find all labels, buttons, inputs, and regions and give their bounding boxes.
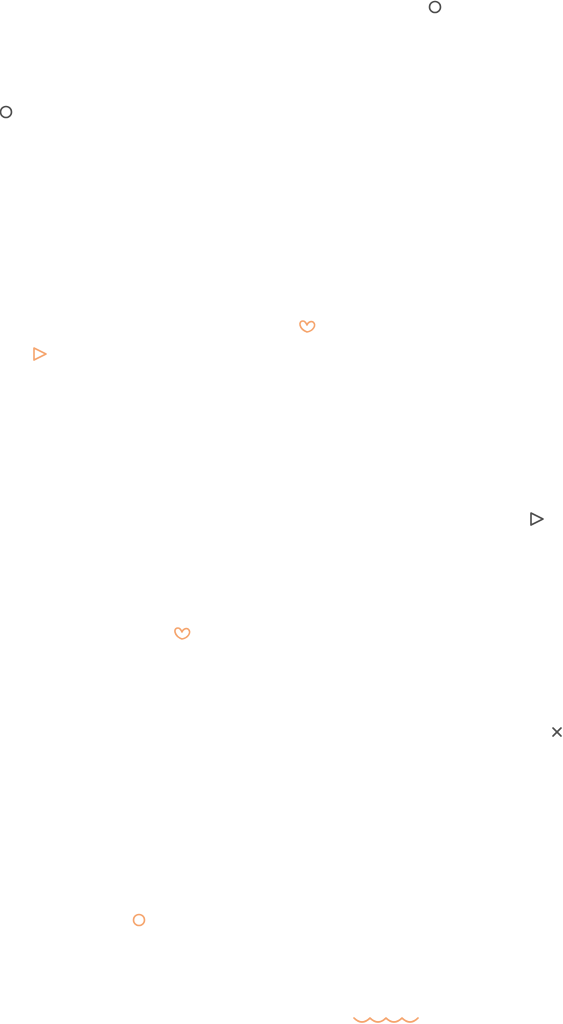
heart-outline-icon <box>174 627 191 640</box>
circle-outline-icon <box>428 0 442 14</box>
triangle-outline-icon <box>33 347 47 361</box>
cross-icon <box>552 727 562 737</box>
circle-outline-icon <box>0 105 13 119</box>
circle-outline-icon <box>132 913 146 927</box>
heart-outline-icon <box>299 320 316 333</box>
triangle-outline-icon <box>530 512 544 526</box>
wave-icon <box>353 1017 419 1023</box>
